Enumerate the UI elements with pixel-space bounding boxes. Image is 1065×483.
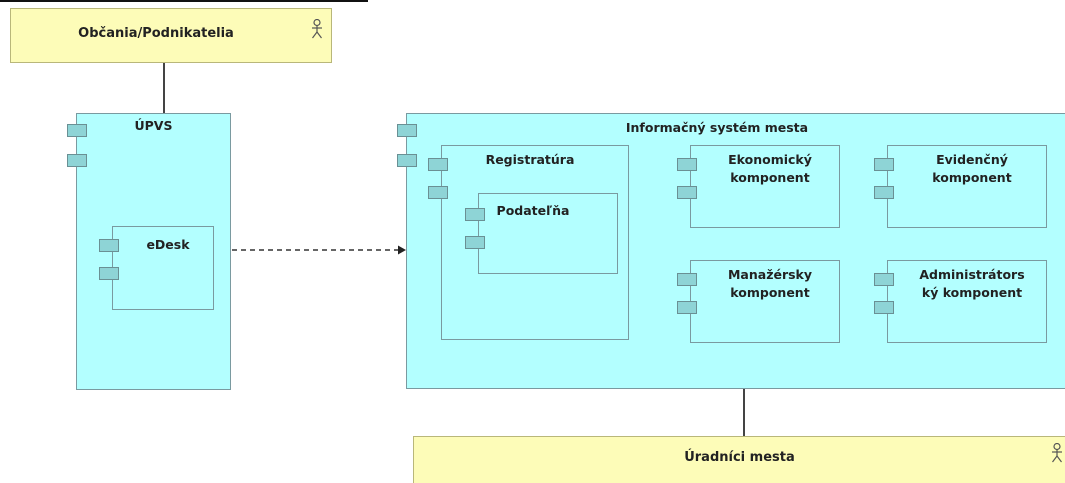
component-icon-bottom	[465, 236, 485, 249]
actor-icon	[312, 19, 322, 39]
component-edesk[interactable]: eDesk	[99, 226, 214, 310]
component-podatelna[interactable]: Podateľňa	[465, 193, 618, 274]
system-city[interactable]: Informačný systém mesta Registratúra Pod…	[397, 113, 1065, 389]
component-administratorsky[interactable]: Administrátors ký komponent	[874, 260, 1047, 343]
component-icon-top	[677, 158, 697, 171]
top-rule	[0, 0, 368, 2]
component-icon-bottom	[874, 301, 894, 314]
component-podatelna-label: Podateľňa	[496, 203, 570, 218]
component-ekonomicky[interactable]: Ekonomický komponent	[677, 145, 840, 228]
connector-city-officials	[743, 389, 745, 436]
component-icon-bottom	[397, 154, 417, 167]
system-city-title: Informačný systém mesta	[625, 120, 809, 135]
component-evidencny[interactable]: Evidenčný komponent	[874, 145, 1047, 228]
component-icon-top	[99, 239, 119, 252]
component-evidencny-line1: Evidenčný	[936, 152, 1008, 167]
component-icon-bottom	[874, 186, 894, 199]
component-icon-top	[397, 124, 417, 137]
component-registratura[interactable]: Registratúra Podateľňa	[428, 145, 629, 340]
actor-citizens[interactable]: Občania/Podnikatelia	[10, 8, 332, 63]
actor-icon	[1052, 443, 1062, 463]
component-icon-top	[67, 124, 87, 137]
component-evidencny-line2: komponent	[932, 170, 1012, 185]
component-icon-top	[874, 158, 894, 171]
component-ekonomicky-line1: Ekonomický	[728, 152, 812, 167]
component-icon-top	[428, 158, 448, 171]
component-manazersky[interactable]: Manažérsky komponent	[677, 260, 840, 343]
component-icon-bottom	[677, 186, 697, 199]
component-manazersky-line1: Manažérsky	[727, 267, 813, 282]
system-upvs[interactable]: ÚPVS eDesk	[67, 113, 231, 390]
actor-officials-label: Úradníci mesta	[684, 450, 795, 465]
component-manazersky-line2: komponent	[730, 285, 810, 300]
system-upvs-title: ÚPVS	[134, 118, 173, 133]
component-icon-top	[874, 273, 894, 286]
component-ekonomicky-line2: komponent	[730, 170, 810, 185]
connector-citizens-upvs	[163, 63, 165, 113]
component-icon-top	[677, 273, 697, 286]
component-icon-bottom	[677, 301, 697, 314]
actor-citizens-label: Občania/Podnikatelia	[78, 26, 234, 41]
component-icon-top	[465, 208, 485, 221]
component-icon-bottom	[67, 154, 87, 167]
component-edesk-label: eDesk	[146, 237, 190, 252]
component-administratorsky-line2: ký komponent	[921, 285, 1023, 300]
component-administratorsky-line1: Administrátors	[919, 267, 1025, 282]
component-icon-bottom	[428, 186, 448, 199]
component-registratura-label: Registratúra	[485, 152, 575, 167]
actor-officials[interactable]: Úradníci mesta	[413, 436, 1065, 483]
component-icon-bottom	[99, 267, 119, 280]
